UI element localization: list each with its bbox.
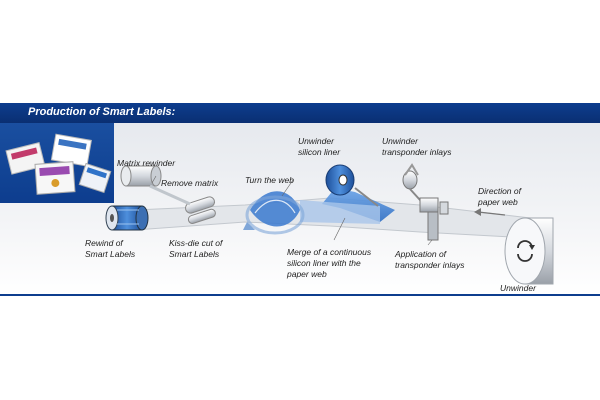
kiss-die-cutter (184, 196, 216, 224)
turn-the-web-twist (243, 191, 305, 235)
merged-web-section (300, 200, 380, 224)
label-unwinder-silicon-liner: Unwinder silicon liner (298, 136, 341, 157)
label-application-inlays: Application of transponder inlays (395, 249, 465, 270)
label-unwinder: Unwinder (500, 283, 536, 293)
direction-arrow (474, 208, 506, 216)
smart-labels-photo-graphic (5, 133, 112, 195)
label-unwinder-transponder-inlays: Unwinder transponder inlays (382, 136, 452, 157)
title-bar (0, 103, 600, 123)
silicon-liner-roll (325, 164, 379, 207)
transponder-applicator (419, 197, 449, 241)
label-direction-of-paper-web: Direction of paper web (478, 186, 521, 207)
matrix-rewinder-roll (120, 165, 191, 206)
bottom-border (0, 294, 600, 296)
label-merge-liner: Merge of a continuous silicon liner with… (287, 247, 372, 279)
diagram-title: Production of Smart Labels: (28, 106, 176, 118)
label-rewind-of-smart-labels: Rewind of Smart Labels (85, 238, 136, 259)
smart-labels-rewind-roll (105, 205, 149, 231)
label-turn-the-web: Turn the web (245, 175, 294, 185)
label-remove-matrix: Remove matrix (161, 178, 219, 188)
smart-labels-photo (0, 123, 114, 203)
label-matrix-rewinder: Matrix rewinder (117, 158, 176, 168)
label-kiss-die-cut: Kiss-die cut of Smart Labels (169, 238, 223, 259)
paper-web-unwinder-roll (504, 217, 554, 285)
